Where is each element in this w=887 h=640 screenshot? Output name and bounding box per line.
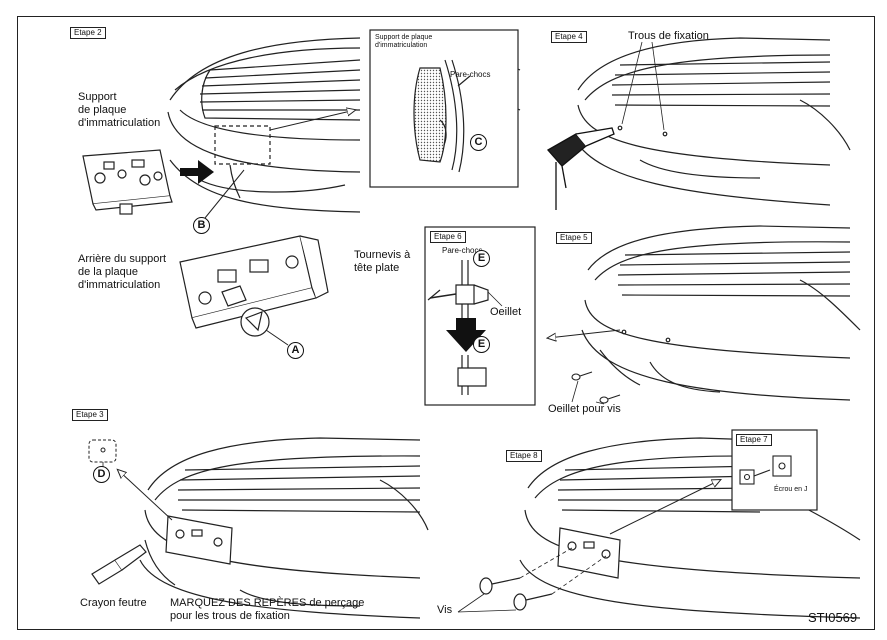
- bracket-large: [179, 235, 329, 337]
- callout-a: A: [287, 342, 304, 359]
- stage-2-tag: Etape 2: [70, 27, 106, 39]
- callout-e-bottom: E: [473, 336, 490, 353]
- label-tournevis: Tournevis à tête plate: [354, 249, 411, 274]
- label-pare-chocs-s6: Pare-chocs: [442, 246, 483, 255]
- stage-3-tag: Etape 3: [72, 409, 108, 421]
- j-nut: [739, 455, 792, 485]
- bracket-small: [82, 149, 173, 215]
- diagram-frame: [17, 16, 875, 630]
- stage3-plate: [165, 515, 233, 565]
- label-oeillet-vis: Oeillet pour vis: [548, 403, 621, 415]
- callout-c: C: [470, 134, 487, 151]
- label-oeillet: Oeillet: [490, 306, 522, 318]
- stage3-car: [139, 437, 429, 619]
- stage5-car: [581, 225, 861, 401]
- stage-5-tag: Etape 5: [556, 232, 592, 244]
- stage8-plate: [557, 527, 621, 579]
- label-trous-fixation: Trous de fixation: [628, 30, 709, 42]
- label-crayon: Crayon feutre: [80, 597, 147, 609]
- callout-b: B: [193, 217, 210, 234]
- drill: [546, 127, 615, 210]
- figure-code: STI0569: [808, 610, 858, 625]
- label-support-plaque: Support de plaque d'immatriculation: [78, 91, 161, 129]
- label-ecrou: Écrou en J: [774, 486, 808, 493]
- label-support-plaque-detail: Support de plaque d'immatriculation: [375, 34, 433, 49]
- stage4-car: [574, 37, 851, 206]
- label-pare-chocs-detail: Pare-chocs: [450, 70, 491, 79]
- callout-e-top: E: [473, 250, 490, 267]
- stage5-screws: [571, 371, 621, 404]
- stage8-screws: [479, 577, 553, 611]
- callout-d: D: [93, 466, 110, 483]
- stage6-clip: [427, 260, 489, 395]
- bumper-detail: [413, 59, 471, 173]
- label-marquez: MARQUEZ DES REPÈRES de perçage pour les …: [170, 597, 365, 622]
- stage-6-tag: Etape 6: [430, 231, 466, 243]
- label-arriere-support: Arrière du support de la plaque d'immatr…: [78, 253, 167, 291]
- label-vis: Vis: [437, 604, 453, 616]
- stage-8-tag: Etape 8: [506, 450, 542, 462]
- marker-pen: [91, 544, 147, 585]
- stage-7-tag: Etape 7: [736, 434, 772, 446]
- stage-4-tag: Etape 4: [551, 31, 587, 43]
